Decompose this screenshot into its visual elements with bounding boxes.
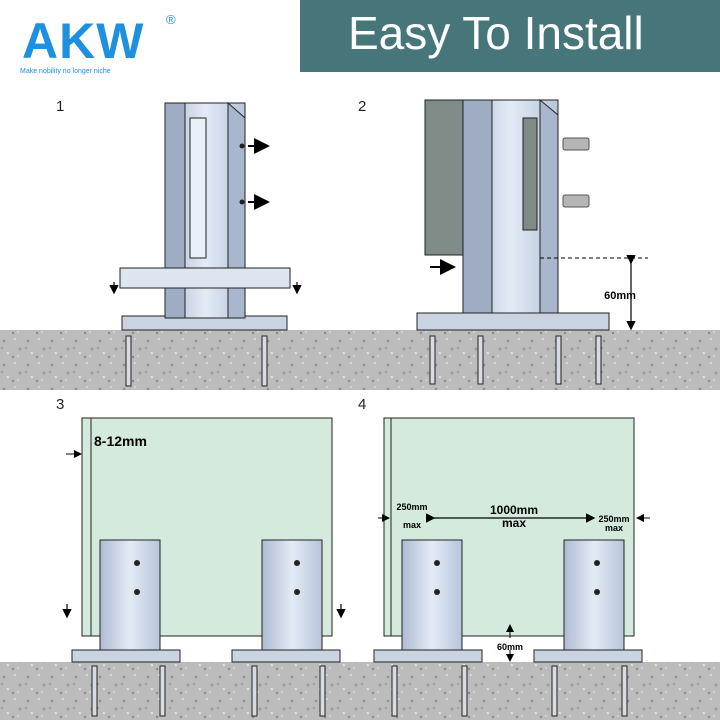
logo-wordmark: AKW: [22, 13, 145, 69]
step4-center-max: max: [502, 516, 526, 530]
concrete-floor-top: [0, 330, 720, 390]
step2-height-label: 60mm: [604, 290, 636, 302]
step2-clamp-with-glass: 60mm: [416, 98, 648, 385]
title-banner: Easy To Install: [300, 0, 720, 72]
step-number-4: 4: [358, 396, 367, 413]
step-number-3: 3: [56, 396, 65, 413]
step4-height-label: 60mm: [497, 642, 523, 652]
step-number-1: 1: [56, 98, 65, 115]
banner-title: Easy To Install: [348, 7, 644, 59]
step3-gap-label: 8-12mm: [94, 433, 147, 449]
step4-spacing-layout: 250mm max 1000mm max 250mm max 60mm: [373, 417, 650, 717]
step4-right-edge-value: 250mm: [598, 514, 629, 524]
step-number-2: 2: [358, 98, 367, 115]
brand-logo: AKW ® Make nobility no longer niche: [18, 10, 188, 78]
step4-center-value: 1000mm: [490, 503, 538, 517]
step4-left-edge-max: max: [403, 520, 421, 530]
step1-clamp: [109, 101, 302, 387]
logo-tagline: Make nobility no longer niche: [20, 68, 111, 75]
step3-glass-assembly: 8-12mm: [62, 417, 346, 717]
step4-right-edge-max: max: [605, 523, 623, 533]
registered-mark: ®: [166, 12, 176, 27]
concrete-floor-bottom: [0, 662, 720, 720]
step4-left-edge-value: 250mm: [396, 502, 427, 512]
